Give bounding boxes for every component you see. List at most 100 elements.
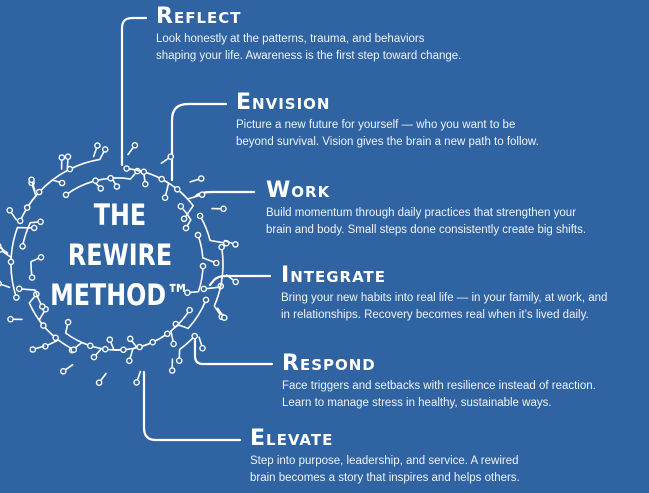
circuit-node [70, 346, 78, 354]
step-integrate: Integrate Bring your new habits into rea… [281, 265, 649, 324]
circuit-trace [178, 335, 196, 362]
circuit-trace [44, 339, 75, 351]
step-reflect: Reflect Look honestly at the patterns, t… [156, 6, 461, 65]
circuit-ring [0, 141, 239, 387]
circuit-node [15, 285, 23, 293]
step-envision-title: Envision [236, 90, 331, 115]
circuit-node [202, 296, 210, 304]
circuit-node [60, 367, 67, 375]
circuit-node [37, 253, 45, 261]
circuit-node [200, 285, 208, 293]
circuit-node [0, 243, 2, 249]
circuit-node [182, 224, 190, 232]
step-reflect-title: Reflect [156, 4, 242, 29]
circuit-node [7, 315, 14, 323]
circuit-node [173, 185, 181, 193]
circuit-node [126, 357, 133, 365]
circuit-node [149, 338, 156, 346]
step-respond-description: Face triggers and setbacks with resilien… [282, 380, 596, 409]
circuit-node [212, 259, 220, 267]
center-title: THE REWIRE METHOD™ [46, 195, 194, 315]
circuit-node [133, 379, 140, 386]
circuit-node [97, 185, 104, 192]
circuit-node [40, 322, 47, 329]
circuit-node [161, 194, 169, 201]
step-reflect-description: Look honestly at the patterns, trauma, a… [156, 33, 462, 62]
circuit-trace [203, 246, 224, 290]
circuit-node [101, 146, 109, 153]
circuit-node [218, 243, 225, 251]
circuit-node [7, 258, 15, 266]
connector-lines [120, 16, 274, 442]
circuit-node [194, 231, 202, 239]
circuit-node [232, 278, 239, 286]
circuit-node [52, 334, 59, 342]
circuit-node [19, 242, 26, 250]
circuit-node [120, 346, 127, 354]
circuit-trace [28, 293, 45, 327]
circuit-node [175, 357, 183, 365]
circuit-node [94, 142, 101, 149]
circuit-trace [199, 215, 228, 244]
step-work: Work Build momentum through daily practi… [266, 180, 586, 239]
circuit-node [0, 280, 2, 287]
circuit-trace [170, 309, 191, 345]
step-envision-description: Picture a new future for yourself — who … [236, 119, 539, 148]
circuit-node [113, 183, 121, 190]
connector-integrate [208, 274, 272, 287]
connector-respond [193, 338, 274, 366]
circuit-node [199, 262, 207, 270]
circuit-trace [69, 148, 106, 170]
circuit-node [102, 345, 109, 353]
circuit-node [37, 218, 44, 226]
connector-elevate [142, 370, 242, 442]
circuit-node [64, 318, 72, 326]
circuit-node [6, 206, 13, 214]
circuit-node [186, 306, 193, 314]
circuit-node [198, 191, 206, 198]
circuit-node [167, 153, 174, 160]
circuit-node [39, 303, 46, 310]
circuit-trace [109, 170, 139, 180]
circuit-node [123, 165, 130, 172]
circuit-node [232, 241, 239, 248]
circuit-node [106, 336, 114, 344]
circuit-node [196, 212, 204, 220]
step-envision: Envision Picture a new future for yourse… [236, 92, 539, 151]
circuit-node [168, 367, 176, 374]
circuit-trace [21, 221, 42, 248]
circuit-node [220, 314, 228, 322]
center-title-line-2: REWIRE [67, 238, 173, 272]
circuit-node [184, 289, 191, 297]
circuit-node [107, 174, 114, 182]
circuit-node [23, 204, 31, 211]
circuit-node [199, 344, 206, 352]
step-elevate-title: Elevate [250, 426, 334, 451]
circuit-node [136, 343, 143, 351]
circuit-node [163, 330, 171, 338]
circuit-node [29, 346, 37, 353]
circuit-node [191, 332, 198, 340]
circuit-spoke [0, 246, 9, 254]
circuit-node [158, 175, 165, 183]
circuit-trace [0, 248, 18, 299]
connector-reflect [120, 16, 148, 167]
circuit-trace [93, 347, 125, 358]
circuit-node [170, 340, 177, 348]
circuit-node [87, 342, 94, 350]
circuit-node [197, 175, 205, 182]
circuit-trace [18, 288, 44, 308]
step-respond-title: Respond [282, 351, 376, 376]
circuit-node [35, 188, 43, 196]
step-elevate: Elevate Step into purpose, leadership, a… [250, 428, 520, 487]
step-integrate-title: Integrate [281, 265, 387, 288]
circuit-node [13, 294, 20, 301]
step-respond: Respond Face triggers and setbacks with … [282, 353, 596, 412]
circuit-node [180, 215, 188, 223]
circuit-node [16, 217, 24, 225]
circuit-node [28, 274, 36, 281]
circuit-trace [38, 155, 69, 193]
circuit-trace [129, 333, 169, 349]
step-integrate-description: Bring your new habits into real life — i… [281, 292, 608, 321]
circuit-node [177, 202, 185, 210]
